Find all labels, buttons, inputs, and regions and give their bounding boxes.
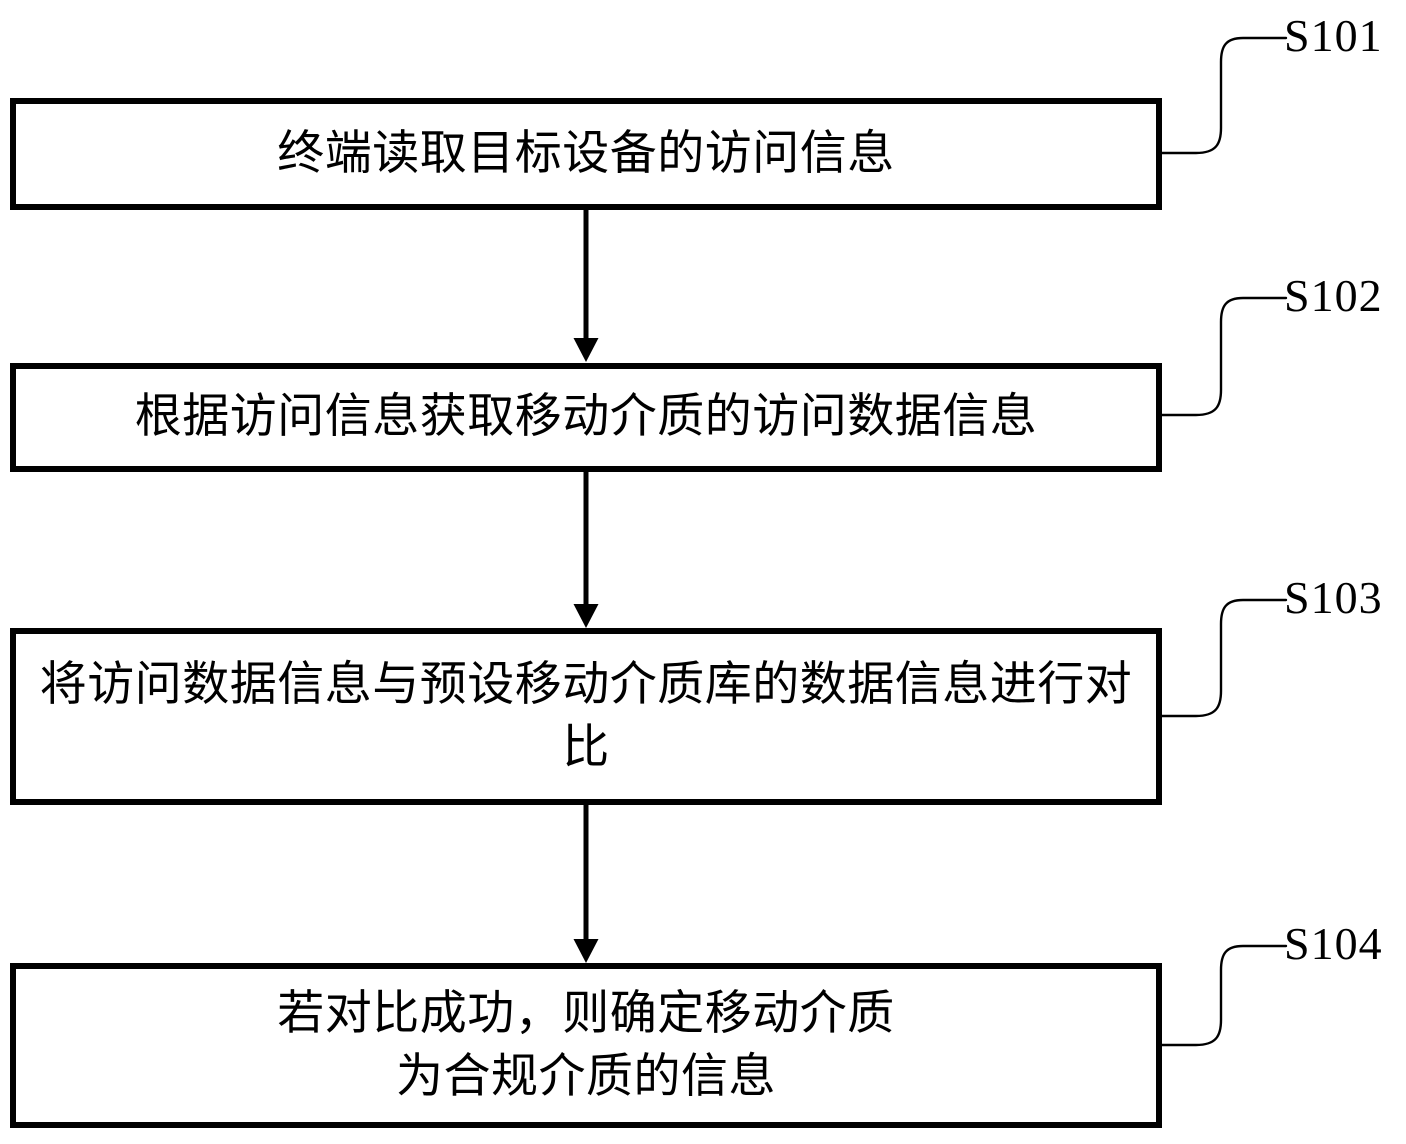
process-box-s101[interactable]: 终端读取目标设备的访问信息	[10, 98, 1162, 210]
process-box-s103-text: 将访问数据信息与预设移动介质库的数据信息进行对比	[39, 657, 1133, 775]
process-box-s101-text: 终端读取目标设备的访问信息	[277, 125, 895, 181]
process-box-s104-text: 若对比成功，则确定移动介质为合规介质的信息	[277, 986, 895, 1104]
arrow-s101-to-s102	[573, 210, 599, 362]
process-box-s102[interactable]: 根据访问信息获取移动介质的访问数据信息	[10, 363, 1162, 472]
process-box-s102-text: 根据访问信息获取移动介质的访问数据信息	[134, 389, 1038, 445]
step-label-s102: S102	[1284, 270, 1383, 321]
step-label-s104: S104	[1284, 918, 1383, 969]
connector-arrows	[573, 210, 599, 963]
leader-lines	[1160, 36, 1288, 1047]
leader-line-s101	[1160, 36, 1288, 155]
step-label-s101: S101	[1284, 10, 1383, 61]
process-box-s104[interactable]: 若对比成功，则确定移动介质为合规介质的信息	[10, 963, 1162, 1128]
arrow-s103-to-s104	[573, 805, 599, 963]
leader-line-s102	[1160, 296, 1288, 417]
process-box-s103[interactable]: 将访问数据信息与预设移动介质库的数据信息进行对比	[10, 628, 1162, 805]
leader-line-s103	[1160, 598, 1288, 718]
step-label-s103: S103	[1284, 572, 1383, 623]
leader-line-s104	[1160, 944, 1288, 1047]
arrow-s102-to-s103	[573, 472, 599, 628]
